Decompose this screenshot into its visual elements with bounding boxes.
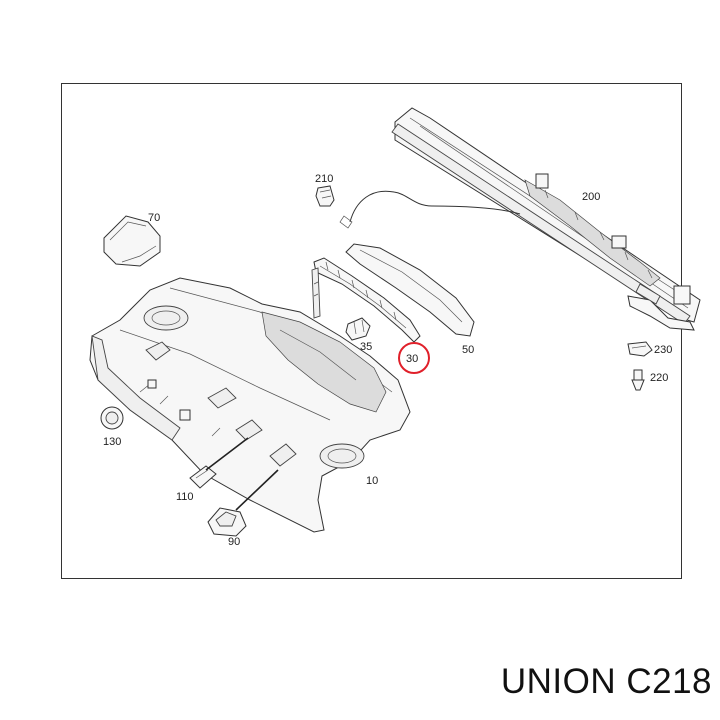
label-part-130: 130 bbox=[103, 436, 121, 448]
highlight-circle bbox=[398, 342, 430, 374]
part-70-cover bbox=[103, 215, 161, 267]
part-50-trim-panel bbox=[345, 243, 475, 337]
part-35-bracket bbox=[345, 317, 371, 341]
part-90-switch bbox=[207, 469, 279, 537]
part-220-screw bbox=[631, 369, 645, 391]
part-210-connector bbox=[315, 185, 335, 207]
label-part-110: 110 bbox=[176, 491, 194, 503]
part-10-parcel-shelf bbox=[89, 277, 411, 533]
label-part-70: 70 bbox=[148, 212, 160, 224]
brand-caption: UNION C218 bbox=[500, 662, 712, 701]
label-part-50: 50 bbox=[462, 344, 474, 356]
part-200-roller-blind bbox=[391, 107, 701, 331]
part-110-clip bbox=[189, 437, 249, 489]
diagram-frame bbox=[61, 83, 682, 579]
label-part-200: 200 bbox=[582, 191, 600, 203]
label-part-10: 10 bbox=[366, 475, 378, 487]
part-230-clip bbox=[627, 341, 653, 357]
cable-210 bbox=[339, 190, 521, 229]
part-130-grommet bbox=[100, 406, 124, 430]
label-part-30: 30 bbox=[406, 353, 418, 365]
part-30-trim-strip bbox=[311, 257, 421, 343]
label-part-35: 35 bbox=[360, 341, 372, 353]
label-part-90: 90 bbox=[228, 536, 240, 548]
label-part-210: 210 bbox=[315, 173, 333, 185]
label-part-230: 230 bbox=[654, 344, 672, 356]
label-part-220: 220 bbox=[650, 372, 668, 384]
